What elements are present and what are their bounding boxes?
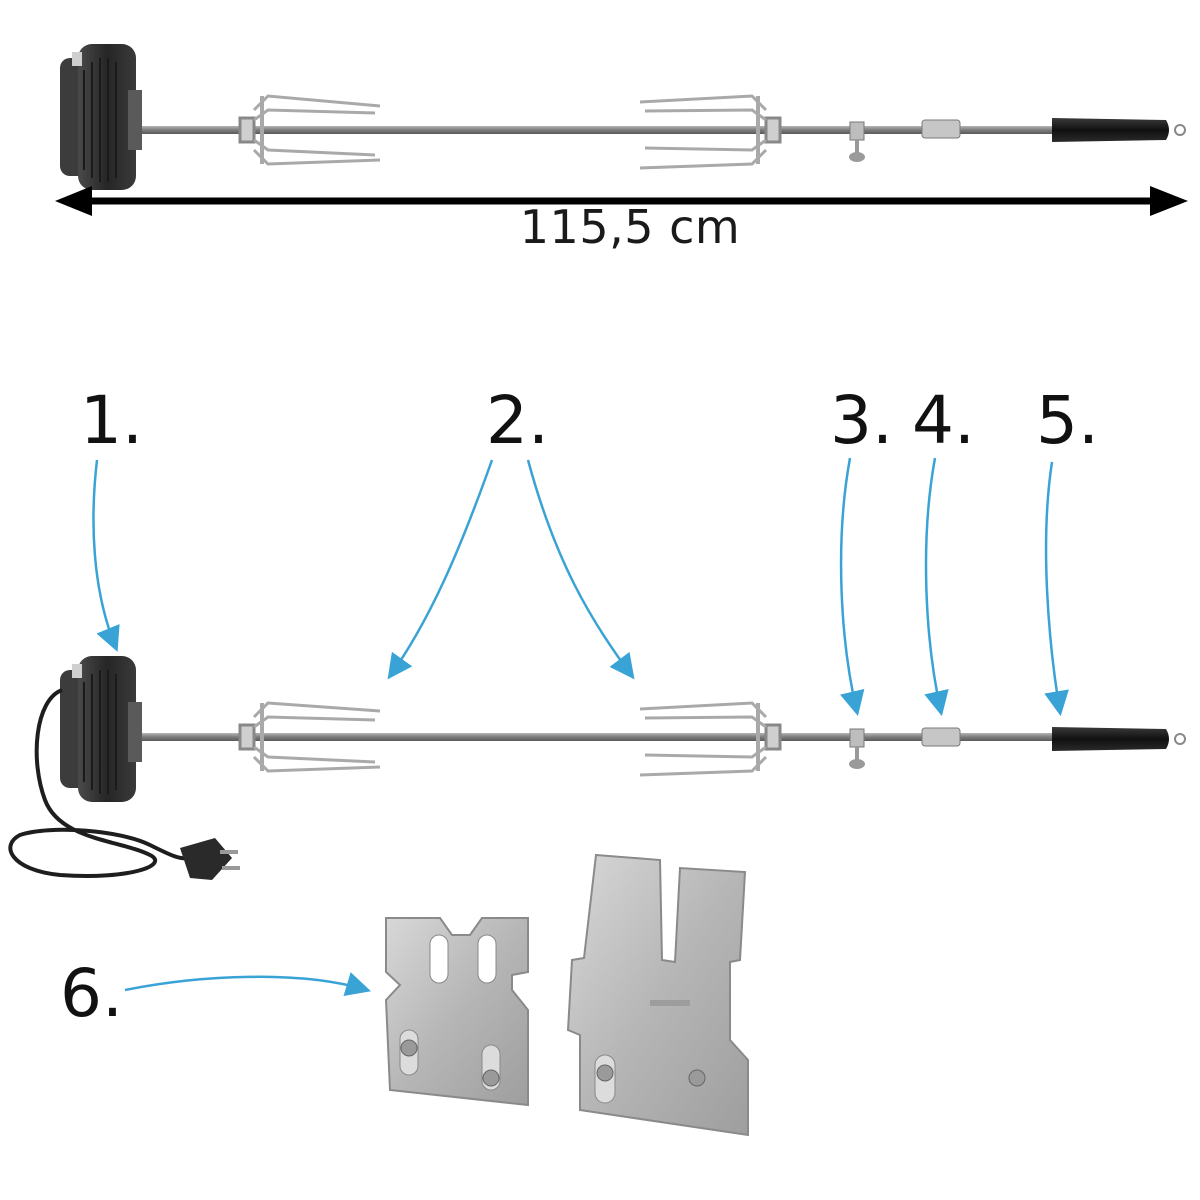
dimension-arrow — [55, 186, 1188, 216]
motor-unit — [60, 44, 142, 190]
arrow-2b — [526, 459, 635, 680]
motor-unit — [60, 656, 142, 802]
arrow-3 — [839, 457, 865, 717]
arrow-4 — [924, 457, 949, 717]
top-rotisserie — [60, 44, 1186, 190]
forks-left — [238, 94, 381, 166]
locking-collar — [849, 121, 865, 162]
callout-number-6: 6. — [60, 955, 123, 1032]
forks-right — [639, 94, 782, 170]
callout-number-3: 3. — [830, 382, 893, 459]
spit-rod — [135, 733, 1060, 741]
locking-collar — [849, 728, 865, 769]
power-plug-icon — [180, 838, 240, 880]
forks-right — [639, 701, 782, 777]
dimension-length-label: 115,5 cm — [519, 200, 741, 254]
arrow-1 — [92, 459, 120, 652]
handle — [1052, 727, 1186, 751]
bushing — [921, 119, 961, 139]
arrow-2a — [387, 459, 494, 680]
callout-number-4: 4. — [912, 382, 975, 459]
handle — [1052, 118, 1186, 142]
callout-number-1: 1. — [80, 382, 143, 459]
callout-arrows — [92, 457, 1069, 997]
bracket-large — [566, 853, 749, 1137]
bushing — [921, 727, 961, 747]
bottom-rotisserie — [8, 656, 1186, 880]
callout-number-5: 5. — [1036, 382, 1099, 459]
bracket-small — [384, 917, 529, 1107]
power-cord — [8, 688, 191, 878]
callout-number-2: 2. — [486, 382, 549, 459]
arrow-5 — [1044, 461, 1069, 717]
forks-left — [238, 701, 381, 773]
arrow-6 — [124, 972, 371, 997]
spit-rod — [135, 126, 1060, 134]
